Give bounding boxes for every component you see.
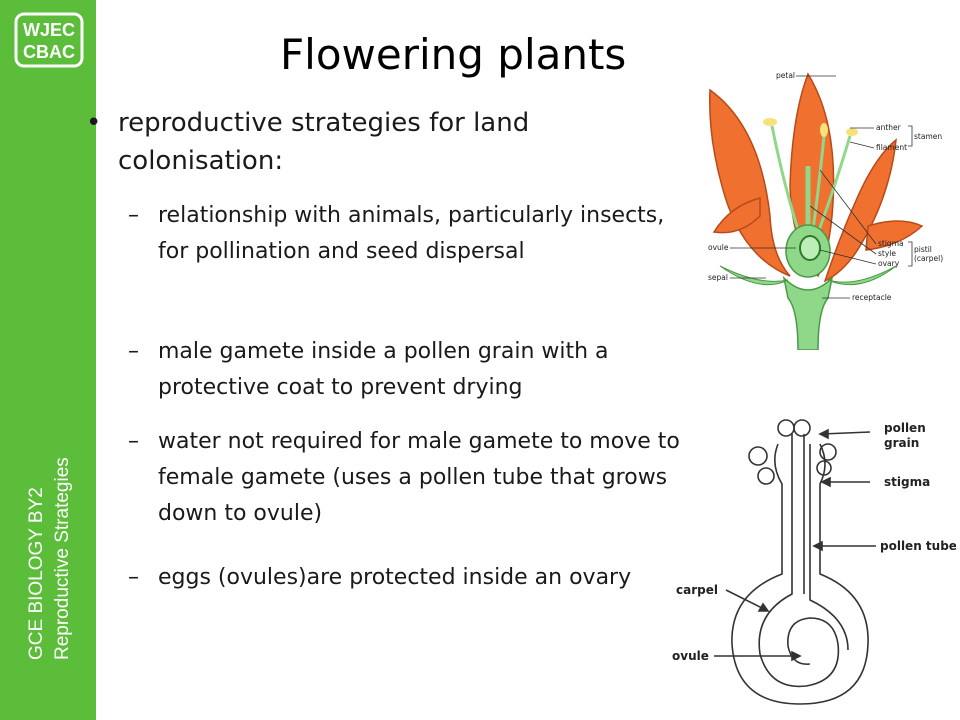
sub-point-2: – male gamete inside a pollen grain with… (128, 334, 698, 406)
svg-text:anther: anther (876, 123, 902, 132)
svg-text:(carpel): (carpel) (914, 254, 943, 263)
svg-text:ovule: ovule (708, 243, 729, 252)
svg-text:style: style (878, 249, 896, 258)
wjec-cbac-logo: WJEC CBAC (14, 12, 84, 68)
sub-point-1: – relationship with animals, particularl… (128, 198, 698, 270)
svg-text:receptacle: receptacle (852, 293, 892, 302)
sub-point-4: – eggs (ovules)are protected inside an o… (128, 560, 698, 596)
sub-point-3: – water not required for male gamete to … (128, 424, 698, 532)
svg-text:CBAC: CBAC (23, 42, 75, 62)
slide-title: Flowering plants (280, 30, 627, 79)
dash-icon: – (128, 429, 139, 454)
pollen-tube-diagram: pollen grain stigma pollen tube carpel o… (672, 419, 956, 705)
svg-text:grain: grain (884, 436, 919, 450)
svg-text:carpel: carpel (676, 583, 718, 597)
course-name: GCE BIOLOGY BY2 (26, 487, 47, 660)
dash-icon: – (128, 339, 139, 364)
svg-text:petal: petal (776, 71, 795, 80)
main-bullet-text: reproductive strategies for land colonis… (118, 108, 530, 176)
dash-icon: – (128, 203, 139, 228)
svg-text:stigma: stigma (878, 239, 904, 248)
dash-icon: – (128, 565, 139, 590)
flower-structure-diagram: petal anther filament stamen stigma styl… (708, 71, 943, 350)
bullet-dot: • (86, 108, 102, 138)
course-label: GCE BIOLOGY BY2 Reproductive Strategies (24, 400, 76, 660)
svg-text:stamen: stamen (914, 132, 942, 141)
svg-text:ovule: ovule (672, 649, 709, 663)
topic-name: Reproductive Strategies (52, 457, 73, 660)
svg-text:WJEC: WJEC (23, 20, 75, 40)
svg-text:ovary: ovary (878, 259, 900, 268)
svg-text:pistil: pistil (914, 245, 932, 254)
svg-text:sepal: sepal (708, 273, 728, 282)
svg-text:stigma: stigma (884, 475, 930, 489)
sidebar: WJEC CBAC GCE BIOLOGY BY2 Reproductive S… (0, 0, 96, 720)
main-bullet: • reproductive strategies for land colon… (86, 104, 646, 180)
svg-text:pollen tube: pollen tube (880, 539, 956, 553)
svg-text:filament: filament (876, 143, 907, 152)
svg-text:pollen: pollen (884, 421, 926, 435)
